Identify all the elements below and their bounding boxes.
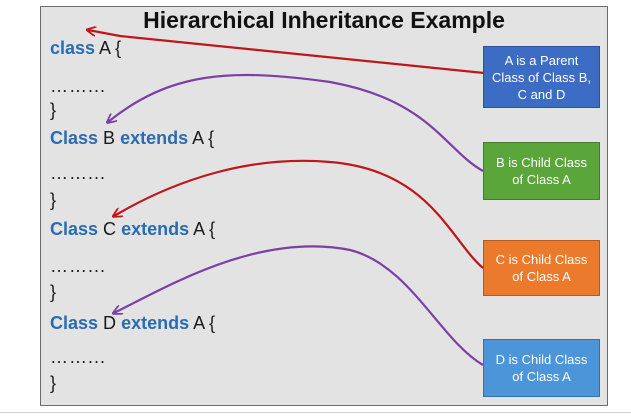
diagram-title: Hierarchical Inheritance Example xyxy=(143,7,505,33)
code-line-class-a: class A { xyxy=(50,37,121,59)
class-name: D xyxy=(98,313,122,333)
note-child-c: C is Child Class of Class A xyxy=(483,240,600,296)
divider xyxy=(0,412,631,413)
note-child-b: B is Child Class of Class A xyxy=(483,142,600,200)
code-text: A { xyxy=(189,219,216,239)
keyword-class: Class xyxy=(50,313,99,333)
code-line-dots-a: ……... xyxy=(50,76,107,96)
code-text: A { xyxy=(95,38,122,58)
keyword-extends: extends xyxy=(121,219,190,239)
code-line-dots-b: ……... xyxy=(50,163,107,183)
code-text: A { xyxy=(189,313,216,333)
code-line-close-b: } xyxy=(50,190,57,210)
code-line-class-d: Class D extends A { xyxy=(50,312,215,334)
code-line-class-c: Class C extends A { xyxy=(50,218,215,240)
class-name: B xyxy=(98,128,121,148)
note-child-d: D is Child Class of Class A xyxy=(483,339,600,397)
code-line-class-b: Class B extends A { xyxy=(50,127,214,149)
code-line-dots-c: ……... xyxy=(50,256,107,276)
keyword-class: class xyxy=(50,38,96,58)
code-line-dots-d: ……... xyxy=(50,347,107,367)
keyword-extends: extends xyxy=(120,128,189,148)
code-text: A { xyxy=(188,128,215,148)
keyword-class: Class xyxy=(50,128,99,148)
keyword-class: Class xyxy=(50,219,99,239)
code-line-close-c: } xyxy=(50,282,57,302)
code-line-close-a: } xyxy=(50,100,57,120)
code-line-close-d: } xyxy=(50,373,57,393)
class-name: C xyxy=(98,219,122,239)
keyword-extends: extends xyxy=(121,313,190,333)
note-parent-a: A is a Parent Class of Class B, C and D xyxy=(483,46,600,108)
